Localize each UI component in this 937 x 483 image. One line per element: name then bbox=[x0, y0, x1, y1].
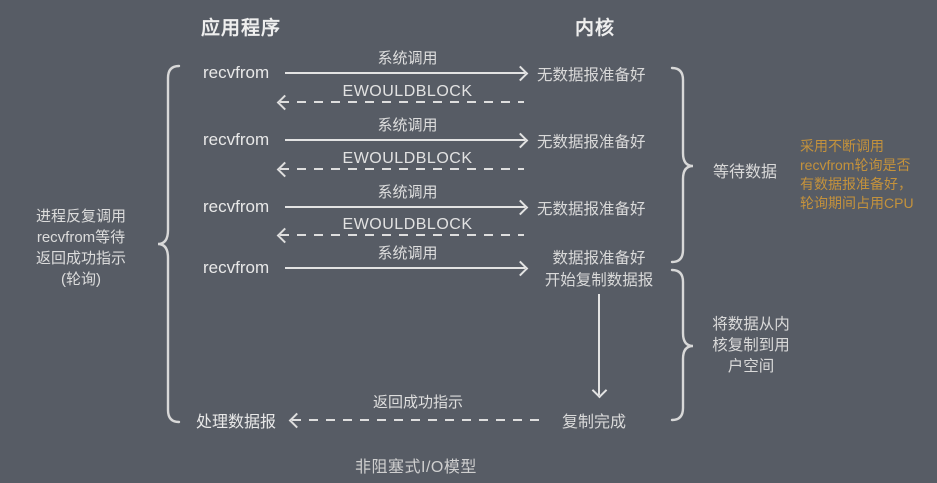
polling-annotation-line3: 有数据报准备好， bbox=[800, 176, 912, 192]
syscall-label-1: 系统调用 bbox=[377, 50, 438, 67]
copy-note-line3: 户空间 bbox=[727, 358, 775, 375]
kernel-result-2: 无数据报准备好 bbox=[537, 134, 646, 151]
copy-complete-label: 复制完成 bbox=[562, 414, 627, 431]
diagram-caption: 非阻塞式I/O模型 bbox=[355, 459, 477, 476]
ewouldblock-label-3: EWOULDBLOCK bbox=[342, 216, 473, 233]
copy-data-brace bbox=[670, 268, 694, 422]
datagram-ready-label: 数据报准备好 bbox=[552, 250, 646, 267]
left-note: 进程反复调用 recvfrom等待 返回成功指示 (轮询) bbox=[6, 206, 156, 290]
syscall-arrow-4 bbox=[285, 267, 525, 269]
left-note-line2: recvfrom等待 bbox=[36, 229, 126, 246]
wait-data-brace bbox=[670, 66, 694, 264]
left-note-line1: 进程反复调用 bbox=[35, 208, 126, 225]
ewouldblock-label-2: EWOULDBLOCK bbox=[342, 150, 473, 167]
return-success-arrow bbox=[292, 419, 544, 421]
copy-note-line1: 将数据从内 bbox=[712, 316, 790, 333]
left-note-line3: 返回成功指示 bbox=[35, 250, 126, 267]
kernel-ready-block: 数据报准备好 开始复制数据报 bbox=[535, 248, 663, 292]
return-arrow-1 bbox=[280, 101, 524, 103]
syscall-arrow-2 bbox=[285, 139, 525, 141]
kernel-result-3: 无数据报准备好 bbox=[537, 201, 646, 218]
return-arrow-2 bbox=[280, 168, 524, 170]
recvfrom-label-2: recvfrom bbox=[203, 130, 270, 149]
polling-annotation-line4: 轮询期间占用CPU bbox=[800, 195, 914, 211]
process-datagram-label: 处理数据报 bbox=[196, 414, 277, 431]
syscall-label-3: 系统调用 bbox=[377, 184, 438, 201]
copy-data-note: 将数据从内 核复制到用 户空间 bbox=[703, 314, 799, 377]
syscall-label-2: 系统调用 bbox=[377, 117, 438, 134]
polling-annotation: 采用不断调用 recvfrom轮询是否 有数据报准备好， 轮询期间占用CPU bbox=[800, 137, 914, 213]
wait-data-label: 等待数据 bbox=[713, 164, 778, 181]
recvfrom-label-3: recvfrom bbox=[203, 197, 270, 216]
syscall-label-4: 系统调用 bbox=[377, 245, 438, 262]
left-note-line4: (轮询) bbox=[61, 271, 101, 288]
ewouldblock-label-1: EWOULDBLOCK bbox=[342, 83, 473, 100]
copy-progress-arrow bbox=[598, 294, 600, 395]
copy-note-line2: 核复制到用 bbox=[712, 337, 790, 354]
polling-annotation-line2: recvfrom轮询是否 bbox=[800, 157, 911, 173]
left-brace bbox=[157, 64, 181, 424]
return-success-label: 返回成功指示 bbox=[372, 394, 463, 411]
recvfrom-label-1: recvfrom bbox=[203, 63, 270, 82]
application-column-header: 应用程序 bbox=[201, 18, 282, 39]
copy-start-label: 开始复制数据报 bbox=[544, 272, 654, 289]
recvfrom-label-4: recvfrom bbox=[203, 258, 270, 277]
syscall-arrow-1 bbox=[285, 72, 525, 74]
syscall-arrow-3 bbox=[285, 206, 525, 208]
kernel-result-1: 无数据报准备好 bbox=[537, 67, 646, 84]
polling-annotation-line1: 采用不断调用 bbox=[800, 138, 884, 154]
return-arrow-3 bbox=[280, 234, 524, 236]
kernel-column-header: 内核 bbox=[575, 18, 616, 39]
